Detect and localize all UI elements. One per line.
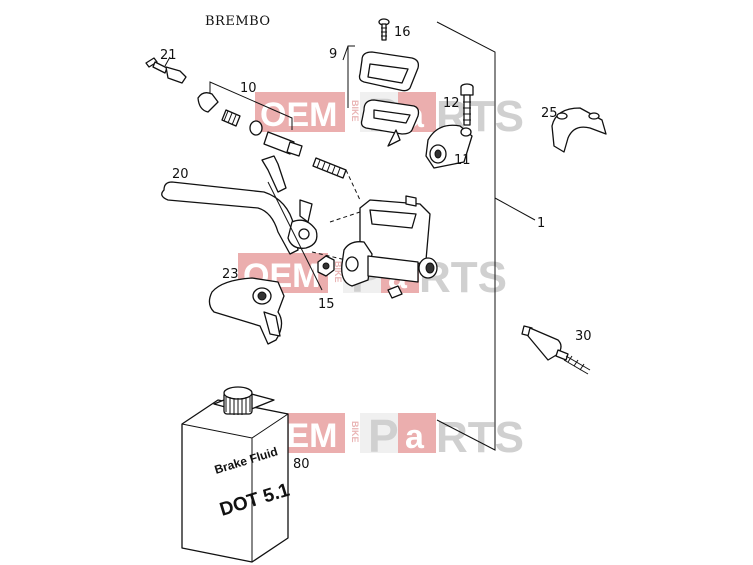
callout-12: 12 (443, 96, 460, 111)
svg-text:BIKE: BIKE (350, 421, 360, 443)
part-16-screw (378, 18, 390, 41)
part-80-brake-fluid-bottle: Brake Fluid DOT 5.1 (181, 386, 293, 563)
callout-25: 25 (541, 106, 558, 121)
part-20-lever (161, 155, 318, 255)
part-21-bleed-screw (145, 56, 187, 84)
part-9-reservoir-cap (342, 45, 420, 147)
callout-30: 30 (575, 329, 592, 344)
assembly-frame (436, 21, 536, 451)
svg-text:BIKE: BIKE (333, 261, 343, 283)
part-10-piston-kit (197, 81, 347, 179)
callout-23: 23 (222, 267, 239, 282)
watermark-bottom: OEM BIKE P a RTS (255, 410, 524, 462)
part-23-lever-guard (208, 277, 285, 345)
svg-text:P: P (368, 410, 399, 462)
part-1-master-cylinder (311, 169, 438, 299)
part-25-clamp (551, 107, 607, 153)
brand-label: BREMBO (205, 14, 271, 29)
part-30-cable-end (521, 325, 591, 375)
callout-10: 10 (240, 81, 257, 96)
svg-text:a: a (405, 418, 425, 456)
svg-text:RTS: RTS (436, 413, 524, 462)
callout-16: 16 (394, 25, 411, 40)
callout-11: 11 (454, 153, 471, 168)
svg-text:OEM: OEM (260, 96, 337, 134)
callout-labels: 21 10 9 16 12 25 11 20 1 23 15 30 80 (160, 25, 592, 472)
callout-15: 15 (318, 297, 335, 312)
callout-20: 20 (172, 167, 189, 182)
svg-text:BIKE: BIKE (350, 100, 360, 122)
part-15-nut (267, 181, 335, 291)
callout-21: 21 (160, 48, 177, 63)
callout-9: 9 (329, 47, 337, 62)
callout-80: 80 (293, 457, 310, 472)
part-12-bolt (460, 83, 474, 126)
callout-1: 1 (537, 216, 545, 231)
part-11-clamp (425, 124, 473, 169)
